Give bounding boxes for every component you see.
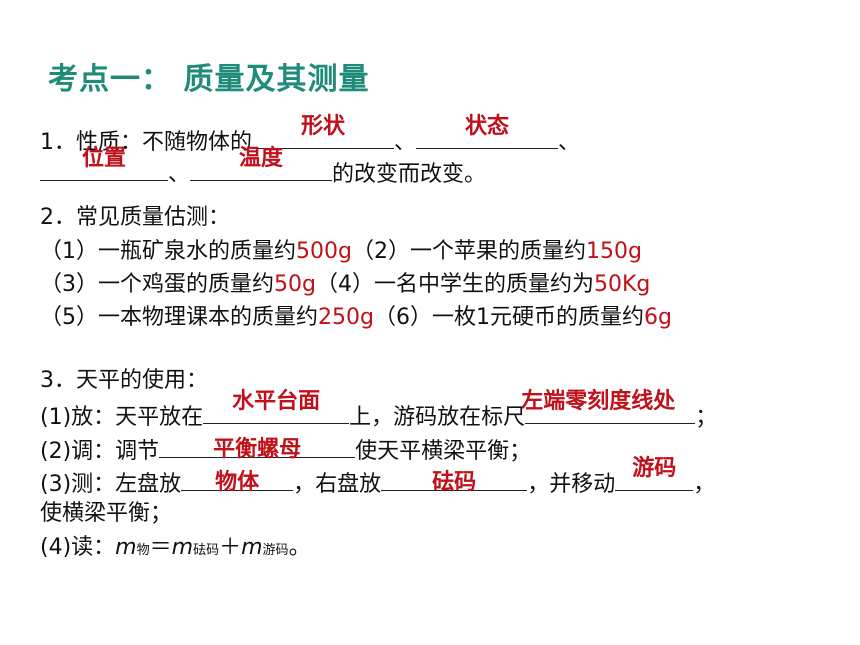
- balance-read-line: (4)读：m物＝m砝码＋m游码。: [40, 533, 311, 566]
- mass-subscript-object: 物: [136, 543, 150, 558]
- adjust-suffix: 使天平横梁平衡；: [355, 439, 532, 464]
- mass-subscript-weights: 砝码: [193, 543, 220, 558]
- answer-shape: 形状: [300, 114, 345, 139]
- answer-balance-nut: 平衡螺母: [213, 437, 302, 462]
- estimate-row-3: （5）一本物理课本的质量约250g（6）一枚1元硬币的质量约6g: [40, 303, 672, 333]
- place-prefix: (1)放：天平放在: [40, 405, 204, 430]
- property-line-2: 位置、 温度的改变而改变。: [40, 146, 487, 190]
- plus-sign: ＋: [219, 535, 242, 560]
- answer-state: 状态: [465, 114, 510, 139]
- estimate-row-2: （3）一个鸡蛋的质量约50g（4）一名中学生的质量约为50Kg: [40, 270, 650, 300]
- blank-position: 位置: [40, 146, 168, 181]
- estimate-label: （2）一个苹果的质量约: [351, 239, 586, 264]
- answer-position: 位置: [81, 146, 126, 171]
- estimate-label: （5）一本物理课本的质量约: [40, 305, 318, 330]
- measure-mid: ，右盘放: [293, 472, 382, 497]
- answer-zero-mark: 左端零刻度线处: [521, 389, 676, 414]
- answer-object: 物体: [215, 470, 260, 495]
- balance-measure-line: (3)测：左盘放 物体 ，右盘放 砝码 ，并移动游码 ，: [40, 456, 716, 500]
- property-line-1: 1．性质：不随物体的 形状、 状态、: [40, 114, 581, 158]
- answer-rider: 游码: [632, 456, 677, 481]
- measure-end: ，: [693, 472, 716, 497]
- separator: 、: [168, 162, 191, 187]
- estimate-value: 6g: [643, 305, 672, 330]
- blank-balance-nut: 平衡螺母: [159, 433, 356, 462]
- balance-place-line: (1)放：天平放在 水平台面上，游码放在标尺左端零刻度线处 ；: [40, 389, 718, 433]
- read-end: 。: [288, 535, 311, 560]
- mass-symbol: m: [171, 535, 194, 560]
- answer-level-surface: 水平台面: [232, 389, 321, 414]
- blank-state: 状态: [416, 114, 559, 149]
- estimate-value: 500g: [296, 239, 352, 264]
- blank-shape: 形状: [252, 114, 394, 149]
- estimate-value: 50Kg: [593, 272, 651, 297]
- mass-symbol: m: [115, 535, 137, 560]
- read-prefix: (4)读：: [40, 535, 116, 560]
- estimate-label: （4）一名中学生的质量约为: [315, 272, 594, 297]
- estimate-value: 50g: [274, 272, 316, 297]
- equals-sign: ＝: [149, 535, 172, 560]
- blank-weights: 砝码: [381, 466, 528, 495]
- separator: 、: [558, 130, 581, 155]
- blank-object: 物体: [181, 466, 294, 495]
- estimate-row-1: （1）一瓶矿泉水的质量约500g（2）一个苹果的质量约150g: [40, 237, 642, 267]
- property-prefix: 1．性质：不随物体的: [40, 130, 252, 155]
- estimate-value: 150g: [585, 239, 642, 264]
- balance-measure-line-2: 使横梁平衡；: [40, 501, 173, 526]
- adjust-prefix: (2)调：调节: [40, 439, 160, 464]
- balance-adjust-line: (2)调：调节 平衡螺母 使天平横梁平衡；: [40, 433, 531, 467]
- mass-subscript-rider: 游码: [262, 543, 289, 558]
- separator: 、: [394, 130, 417, 155]
- property-suffix: 的改变而改变。: [332, 162, 487, 187]
- estimate-heading: 2．常见质量估测：: [40, 205, 230, 230]
- place-mid: 上，游码放在标尺: [349, 405, 526, 430]
- blank-level-surface: 水平台面: [203, 389, 350, 424]
- estimate-label: （6）一枚1元硬币的质量约: [373, 305, 644, 330]
- measure-mid: ，并移动: [527, 472, 616, 497]
- estimate-label: （1）一瓶矿泉水的质量约: [40, 239, 296, 264]
- blank-zero-mark: 左端零刻度线处: [521, 389, 696, 424]
- place-end: ；: [695, 405, 718, 430]
- mass-symbol: m: [241, 535, 263, 560]
- answer-temperature: 温度: [239, 146, 284, 171]
- balance-heading: 3．天平的使用：: [40, 368, 208, 393]
- estimate-label: （3）一个鸡蛋的质量约: [40, 272, 274, 297]
- estimate-value: 250g: [318, 305, 374, 330]
- page-title: 考点一： 质量及其测量: [48, 62, 370, 97]
- blank-rider: 游码: [615, 456, 694, 491]
- measure-prefix: (3)测：左盘放: [40, 472, 182, 497]
- answer-weights: 砝码: [432, 470, 477, 495]
- blank-temperature: 温度: [190, 146, 333, 181]
